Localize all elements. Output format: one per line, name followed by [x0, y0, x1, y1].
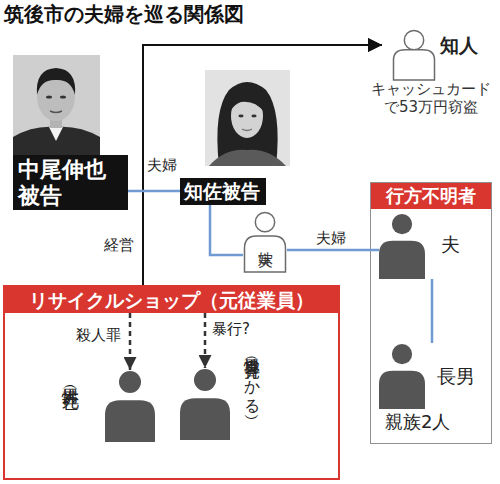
person-name: 男性 （死亡）: [60, 375, 81, 452]
photo-background: [13, 55, 100, 155]
relation-connector: [143, 191, 180, 285]
person-body: [379, 371, 425, 409]
photo-eye: [60, 95, 66, 98]
person-node: 知人キャッシュカード で53万円窃盗: [382, 26, 492, 118]
photo-suit: [13, 127, 100, 155]
person-icon: [105, 370, 155, 442]
defendant-label: 中尾伸也 被告: [13, 155, 128, 210]
edge-label: 経営: [104, 236, 134, 254]
photo-mouth: [242, 129, 252, 131]
note-text: キャッシュカード で53万円窃盗: [368, 80, 494, 116]
photo-mouth: [50, 111, 62, 113]
photo-clothes: [209, 150, 286, 166]
edge-label: 殺人罪: [76, 326, 121, 344]
portrait-photo: [205, 70, 290, 166]
edge-label: 夫婦: [316, 229, 346, 247]
photo-collar: [49, 127, 63, 141]
photo-background: [205, 70, 290, 166]
defendant-name: 中尾伸也 被告: [18, 157, 118, 210]
person-node: 男性 （死亡）: [60, 370, 160, 442]
photo-eye: [46, 95, 52, 98]
portrait-photo: [13, 55, 100, 155]
person-name: 男性 （骨見つかる）: [242, 346, 262, 468]
diagram-title: 筑後市の夫婦を巡る関係図: [4, 2, 244, 26]
person-head: [119, 371, 141, 393]
relation-connector: [128, 45, 382, 191]
person-body: [379, 241, 425, 279]
defendant-label: 知佐被告: [180, 178, 266, 205]
person-icon: [243, 210, 287, 272]
person-name: 長男: [437, 365, 475, 388]
relation-connector: [128, 190, 180, 193]
group-header: リサイクルショップ（元従業員）: [5, 287, 338, 313]
person-body: [105, 400, 155, 442]
group-box: リサイクルショップ（元従業員） 男性 （死亡） 男性 （骨見つかる）: [3, 285, 340, 480]
defendant-name: 知佐被告: [184, 180, 264, 203]
photo-hair: [37, 68, 75, 95]
photo-bangs: [231, 92, 264, 112]
person-icon: [392, 28, 436, 80]
person-icon: [180, 368, 230, 440]
person-name: 実妹: [257, 240, 275, 272]
person-icon: [379, 213, 425, 279]
group-note: 親族2人: [385, 411, 450, 433]
person-head: [194, 369, 216, 391]
person-node: 夫: [379, 213, 461, 279]
relation-connector: [143, 45, 382, 191]
person-node: 男性 （骨見つかる）: [180, 368, 300, 440]
person-head: [392, 214, 412, 234]
person-node: 実妹: [243, 210, 287, 272]
person-node: 長男: [379, 343, 461, 409]
person-body: [180, 398, 230, 440]
photo-eye: [251, 115, 256, 118]
edge-label: 夫婦: [147, 156, 177, 174]
person-body: [394, 50, 435, 80]
person-name: 夫: [441, 233, 460, 256]
person-head: [404, 31, 423, 50]
group-box: 行方不明者親族2人 夫長男: [370, 182, 492, 444]
person-body: [245, 236, 286, 272]
photo-eye: [238, 115, 243, 118]
group-header: 行方不明者: [371, 183, 491, 209]
relation-connector: [210, 205, 243, 255]
person-icon: [379, 343, 425, 409]
relation-connector: [287, 249, 379, 252]
person-head: [392, 344, 412, 364]
person-name: 知人: [440, 34, 478, 57]
edge-label: 暴行?: [212, 320, 250, 338]
person-head: [255, 213, 274, 232]
